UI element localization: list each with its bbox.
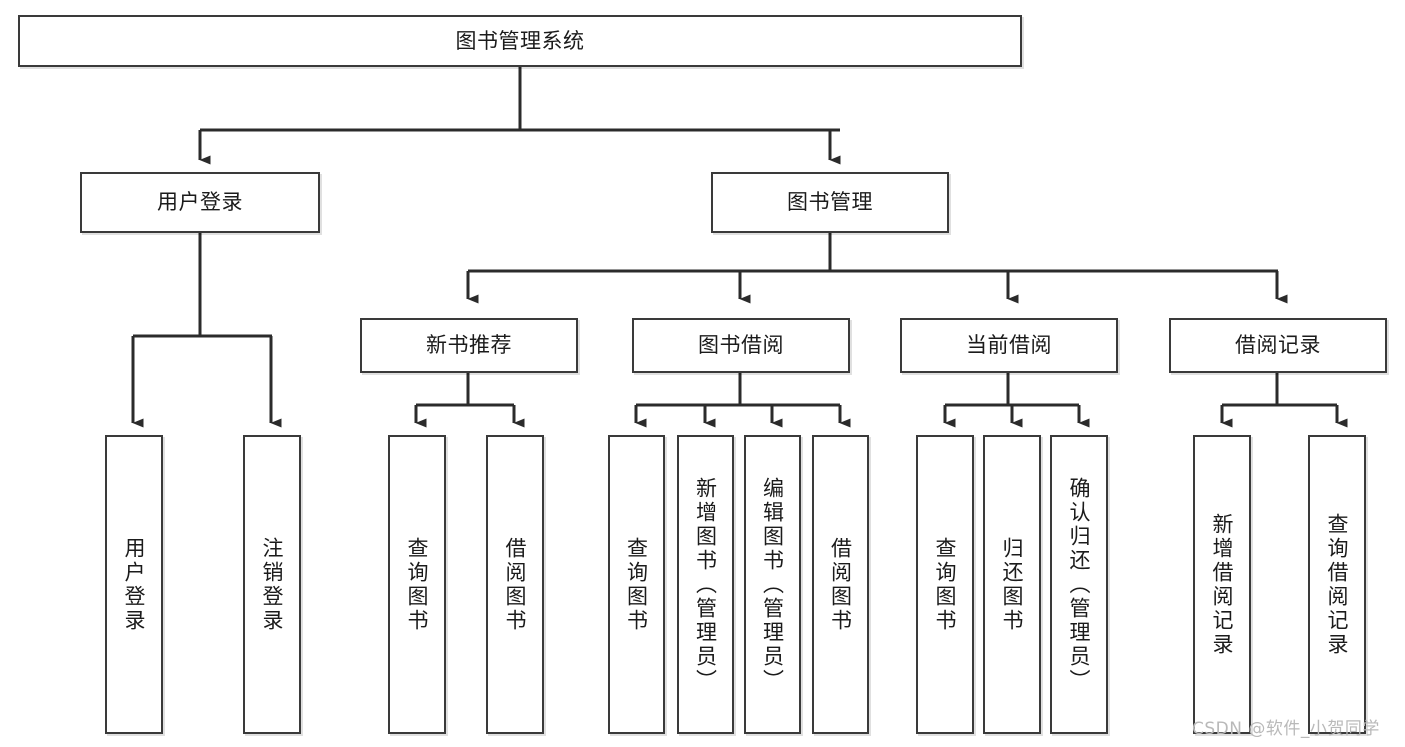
node-book-borrow-label: 图书借阅 <box>698 333 784 358</box>
node-new-book-recommend-label: 新书推荐 <box>426 333 512 358</box>
leaf-record-add[interactable]: 新增借阅记录 <box>1193 435 1251 734</box>
leaf-record-add-label: 新增借阅记录 <box>1210 512 1235 657</box>
node-book-borrow[interactable]: 图书借阅 <box>632 318 850 373</box>
leaf-borrow-query-book[interactable]: 查询图书 <box>608 435 665 734</box>
leaf-new-book-query[interactable]: 查询图书 <box>388 435 446 734</box>
node-book-management-label: 图书管理 <box>787 190 873 215</box>
leaf-borrow-borrow-book[interactable]: 借阅图书 <box>812 435 869 734</box>
node-root-label: 图书管理系统 <box>455 28 585 53</box>
leaf-record-query[interactable]: 查询借阅记录 <box>1308 435 1366 734</box>
node-user-login[interactable]: 用户登录 <box>80 172 320 233</box>
leaf-current-return-book[interactable]: 归还图书 <box>983 435 1041 734</box>
leaf-new-book-borrow[interactable]: 借阅图书 <box>486 435 544 734</box>
node-borrow-record-label: 借阅记录 <box>1235 333 1321 358</box>
leaf-new-book-borrow-label: 借阅图书 <box>503 536 528 633</box>
leaf-new-book-query-label: 查询图书 <box>405 536 430 633</box>
leaf-current-query-book-label: 查询图书 <box>933 536 958 633</box>
leaf-user-login-logout-label: 注销登录 <box>260 536 285 633</box>
leaf-borrow-add-book-label: 新增图书（管理员） <box>693 476 718 693</box>
node-new-book-recommend[interactable]: 新书推荐 <box>360 318 578 373</box>
leaf-current-confirm-return[interactable]: 确认归还（管理员） <box>1050 435 1108 734</box>
leaf-current-query-book[interactable]: 查询图书 <box>916 435 974 734</box>
node-user-login-label: 用户登录 <box>157 190 243 215</box>
leaf-user-login-login-label: 用户登录 <box>122 536 147 633</box>
node-book-management[interactable]: 图书管理 <box>711 172 949 233</box>
node-root[interactable]: 图书管理系统 <box>18 15 1022 67</box>
leaf-record-query-label: 查询借阅记录 <box>1325 512 1350 657</box>
leaf-borrow-edit-book[interactable]: 编辑图书（管理员） <box>744 435 801 734</box>
leaf-user-login-login[interactable]: 用户登录 <box>105 435 163 734</box>
leaf-borrow-add-book[interactable]: 新增图书（管理员） <box>677 435 734 734</box>
node-borrow-record[interactable]: 借阅记录 <box>1169 318 1387 373</box>
node-current-borrow-label: 当前借阅 <box>966 333 1052 358</box>
leaf-current-return-book-label: 归还图书 <box>1000 536 1025 633</box>
leaf-borrow-query-book-label: 查询图书 <box>624 536 649 633</box>
leaf-borrow-borrow-book-label: 借阅图书 <box>828 536 853 633</box>
node-current-borrow[interactable]: 当前借阅 <box>900 318 1118 373</box>
leaf-user-login-logout[interactable]: 注销登录 <box>243 435 301 734</box>
leaf-current-confirm-return-label: 确认归还（管理员） <box>1067 476 1092 693</box>
csdn-watermark: CSDN @软件_小贺同学 <box>1192 719 1380 739</box>
leaf-borrow-edit-book-label: 编辑图书（管理员） <box>760 476 785 693</box>
